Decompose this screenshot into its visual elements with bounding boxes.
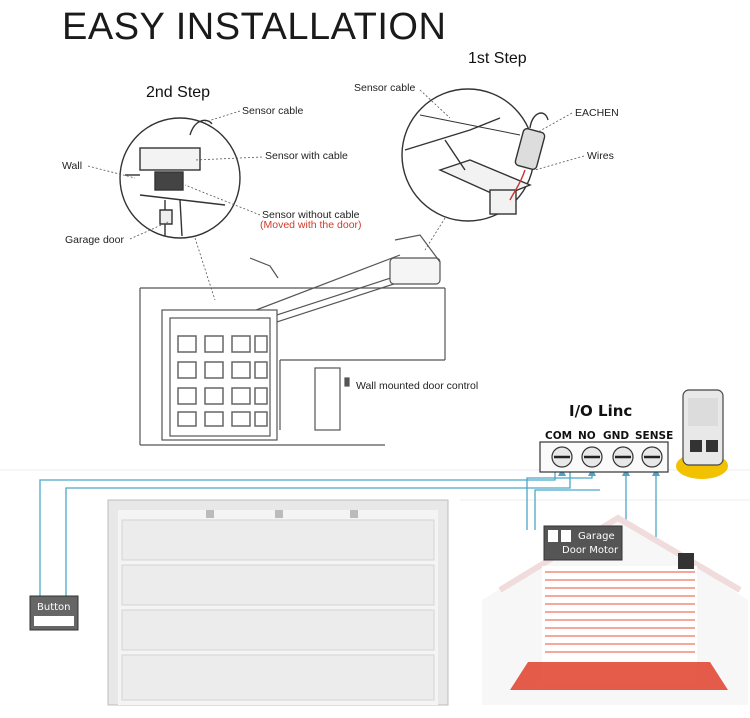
garage-door-motor-box — [543, 525, 623, 561]
label-sensor-cable-2nd: Sensor cable — [242, 105, 304, 117]
motor-label-line2: Door Motor — [562, 545, 619, 556]
step2-leader-lines — [87, 110, 263, 301]
terminal-label-sense: SENSE — [635, 430, 674, 442]
step2-detail-circle — [119, 117, 241, 239]
button-box — [29, 595, 79, 631]
terminal-label-gnd: GND — [603, 430, 630, 442]
smart-relay-device — [676, 389, 728, 479]
io-linc-terminal-block — [539, 441, 669, 473]
red-light-beam — [510, 662, 728, 690]
label-wall-mounted-control: Wall mounted door control — [356, 380, 479, 392]
red-door-slats — [545, 571, 695, 653]
label-sensor-without-cable: Sensor without cable — [262, 209, 360, 221]
garage-drawing — [139, 234, 446, 446]
terminal-label-no: NO — [578, 430, 596, 442]
background-decoration — [0, 469, 750, 501]
page-title: EASY INSTALLATION — [62, 6, 447, 48]
terminal-label-com: COM — [545, 430, 573, 442]
step1-detail-circle — [401, 88, 549, 222]
label-eachen: EACHEN — [575, 107, 619, 119]
label-sensor-cable-1st: Sensor cable — [354, 82, 416, 94]
label-sensor-with-cable: Sensor with cable — [265, 150, 348, 162]
label-wires: Wires — [587, 150, 614, 162]
step1-leader-lines — [419, 89, 585, 251]
garage-door-illustration — [107, 499, 449, 706]
house-illustration — [482, 514, 748, 705]
door-sensor — [678, 553, 694, 569]
label-wall: Wall — [62, 160, 83, 172]
label-moved-with-door: (Moved with the door) — [260, 219, 362, 231]
motor-label-line1: Garage — [578, 531, 615, 542]
step-1-heading: 1st Step — [468, 50, 527, 67]
label-garage-door: Garage door — [65, 234, 124, 246]
io-linc-title: I/O Linc — [569, 402, 633, 420]
button-label: Button — [37, 602, 71, 613]
step-2-heading: 2nd Step — [146, 84, 211, 101]
